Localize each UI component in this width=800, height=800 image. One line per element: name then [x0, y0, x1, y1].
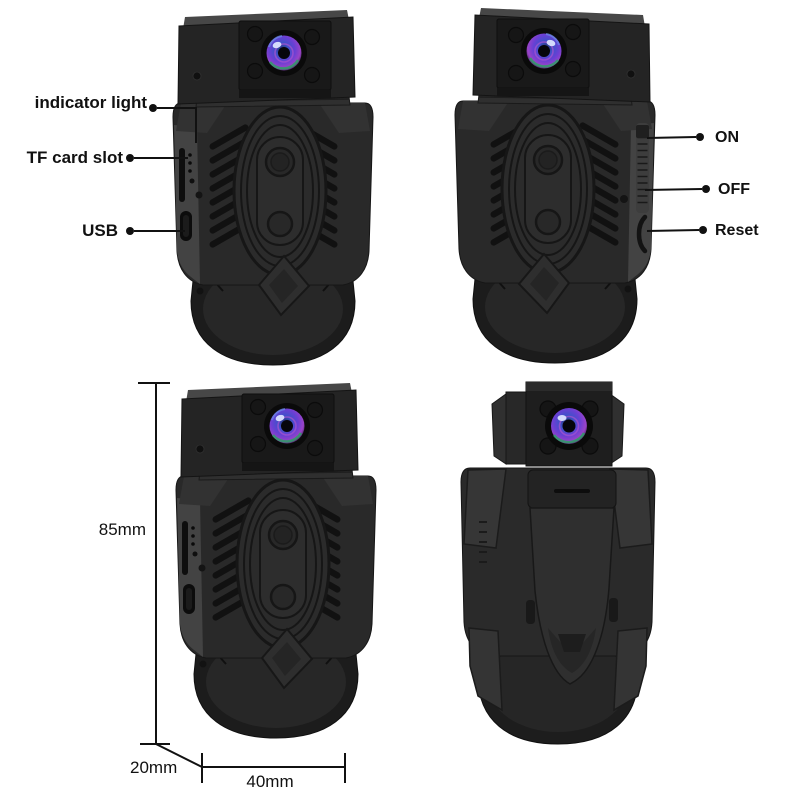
dimension-height-value: 85mm	[98, 520, 146, 539]
camera-view-top-left-front	[165, 5, 380, 370]
dimension-depth-value: 20mm	[130, 758, 178, 777]
camera-view-top-right-front	[448, 3, 663, 371]
label-on: ON	[715, 129, 739, 146]
label-off: OFF	[718, 181, 750, 198]
dimension-height-line	[138, 382, 170, 745]
label-indicator-light: indicator light	[34, 93, 147, 112]
label-reset: Reset	[715, 222, 759, 239]
label-tf-card-slot: TF card slot	[26, 148, 123, 167]
dimension-width-value: 40mm	[246, 772, 294, 791]
label-usb: USB	[82, 221, 118, 240]
camera-view-bottom-left-front	[168, 378, 383, 743]
camera-view-bottom-right-rear-clip	[459, 380, 657, 746]
